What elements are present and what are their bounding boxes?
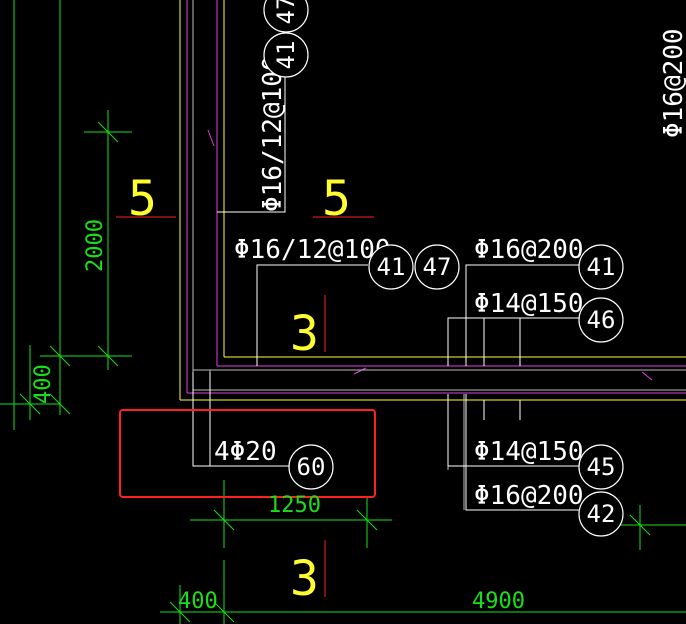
rebar-label-bottom-right-1[interactable]: Φ14@150 (474, 437, 584, 467)
mark-bubble-41-right[interactable]: 41 (578, 244, 624, 290)
dimension-label-400-left: 400 (31, 364, 56, 404)
mark-bubble-60[interactable]: 60 (288, 444, 334, 490)
rebar-label-horizontal-top-left[interactable]: Φ16/12@100 (234, 235, 391, 265)
section-mark-5-right: 5 (322, 171, 351, 227)
mark-bubble-42[interactable]: 42 (578, 491, 624, 537)
leader-lines (192, 20, 580, 511)
section-cut-lines (116, 216, 374, 597)
highlight-box[interactable] (119, 409, 376, 498)
wall-outlines (179, 0, 686, 401)
svg-text:41: 41 (587, 253, 616, 281)
column-edges (186, 0, 686, 394)
rebar-label-vertical-left[interactable]: Φ16/12@100 (258, 55, 288, 212)
svg-text:60: 60 (297, 453, 326, 481)
section-mark-5-left: 5 (128, 171, 157, 227)
svg-text:45: 45 (587, 453, 616, 481)
mark-bubble-45[interactable]: 45 (578, 444, 624, 490)
mark-bubble-47-top[interactable]: 47 (263, 0, 309, 33)
svg-text:46: 46 (587, 306, 616, 334)
dimension-labels: 2000 400 1250 400 4900 (31, 219, 525, 614)
rebar-label-top-right-1[interactable]: Φ16@200 (474, 235, 584, 265)
mark-bubble-41-top[interactable]: 41 (263, 32, 309, 78)
svg-text:41: 41 (377, 253, 406, 281)
dimension-label-4900: 4900 (472, 589, 525, 614)
rebar-label-vertical-top-right[interactable]: Φ16@200 (659, 28, 686, 138)
dimension-label-400-bottom: 400 (178, 589, 218, 614)
section-mark-3-lower: 3 (290, 551, 319, 607)
section-marks: 5 5 3 3 (128, 171, 351, 607)
svg-text:47: 47 (272, 0, 300, 24)
section-mark-3-upper: 3 (290, 306, 319, 362)
dimension-label-2000: 2000 (83, 219, 108, 272)
mark-bubbles: 41 47 41 47 41 46 60 45 (263, 0, 624, 537)
svg-text:47: 47 (423, 253, 452, 281)
mark-bubble-46[interactable]: 46 (578, 297, 624, 343)
rebar-labels: Φ16@200 Φ16/12@100 Φ16/12@100 Φ16@200 Φ1… (214, 28, 686, 511)
rebar-label-bottom-left[interactable]: 4Φ20 (214, 437, 277, 467)
mark-bubble-41-mid[interactable]: 41 (368, 244, 414, 290)
dimension-label-1250: 1250 (268, 493, 321, 518)
rebar-label-bottom-right-2[interactable]: Φ16@200 (474, 481, 584, 511)
svg-text:41: 41 (272, 41, 300, 70)
rebar-label-top-right-2[interactable]: Φ14@150 (474, 289, 584, 319)
svg-text:42: 42 (587, 500, 616, 528)
mark-bubble-47-mid[interactable]: 47 (414, 244, 460, 290)
